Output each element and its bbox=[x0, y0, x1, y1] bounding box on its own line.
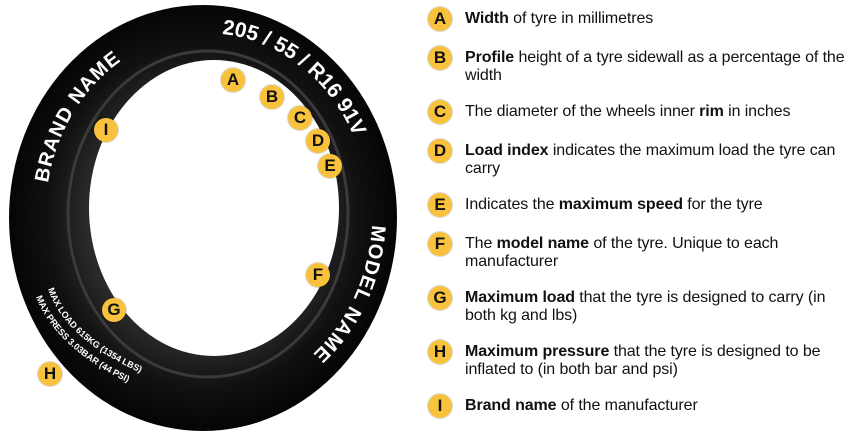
legend-badge: B bbox=[428, 46, 452, 70]
legend-badge: I bbox=[428, 394, 452, 418]
legend-text: Brand name of the manufacturer bbox=[465, 397, 698, 414]
tyre-illustration: 205 / 55 / R16 91V BRAND NAME MODEL NAME… bbox=[9, 5, 397, 431]
legend-item-d: D Load index indicates the maximum load … bbox=[428, 139, 850, 178]
marker-f: F bbox=[306, 263, 330, 287]
legend-badge: D bbox=[428, 139, 452, 163]
legend-item-f: F The model name of the tyre. Unique to … bbox=[428, 232, 850, 271]
marker-h: H bbox=[38, 362, 62, 386]
legend-badge: G bbox=[428, 286, 452, 310]
legend-text: Profile height of a tyre sidewall as a p… bbox=[465, 49, 845, 84]
legend-text: Maximum load that the tyre is designed t… bbox=[465, 289, 826, 324]
legend-item-h: H Maximum pressure that the tyre is desi… bbox=[428, 340, 850, 379]
marker-b: B bbox=[260, 85, 284, 109]
legend-badge: C bbox=[428, 100, 452, 124]
legend-badge: H bbox=[428, 340, 452, 364]
legend-item-e: E Indicates the maximum speed for the ty… bbox=[428, 193, 850, 217]
legend-item-c: C The diameter of the wheels inner rim i… bbox=[428, 100, 850, 124]
legend-text: Width of tyre in millimetres bbox=[465, 10, 654, 27]
legend-badge: A bbox=[428, 7, 452, 31]
legend-text: Load index indicates the maximum load th… bbox=[465, 142, 836, 177]
sidewall-ring bbox=[66, 49, 350, 379]
legend-text: Indicates the maximum speed for the tyre bbox=[465, 196, 763, 213]
marker-a: A bbox=[221, 68, 245, 92]
legend-badge: F bbox=[428, 232, 452, 256]
legend-text: The model name of the tyre. Unique to ea… bbox=[465, 235, 779, 270]
legend-text: Maximum pressure that the tyre is design… bbox=[465, 343, 821, 378]
legend-item-g: G Maximum load that the tyre is designed… bbox=[428, 286, 850, 325]
marker-c: C bbox=[288, 106, 312, 130]
marker-e: E bbox=[318, 154, 342, 178]
marker-i: I bbox=[94, 118, 118, 142]
legend: A Width of tyre in millimetres B Profile… bbox=[428, 7, 850, 418]
marker-g: G bbox=[102, 298, 126, 322]
legend-item-i: I Brand name of the manufacturer bbox=[428, 394, 850, 418]
tyre-rim-hole bbox=[89, 60, 339, 356]
marker-d: D bbox=[306, 129, 330, 153]
legend-text: The diameter of the wheels inner rim in … bbox=[465, 103, 791, 120]
legend-item-a: A Width of tyre in millimetres bbox=[428, 7, 850, 31]
legend-badge: E bbox=[428, 193, 452, 217]
legend-item-b: B Profile height of a tyre sidewall as a… bbox=[428, 46, 850, 85]
